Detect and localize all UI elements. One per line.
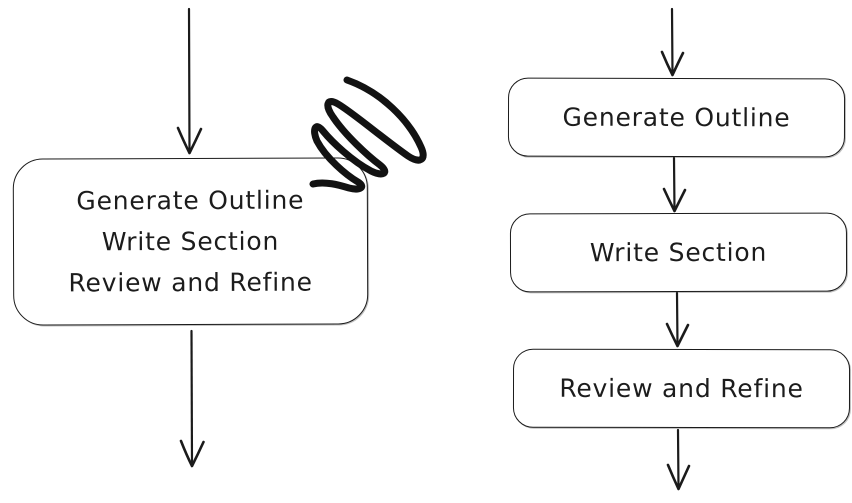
node-label: Generate Outline — [562, 102, 791, 133]
node-line-review-refine: Review and Refine — [68, 267, 313, 298]
node-line-write-section: Write Section — [101, 226, 280, 257]
arrow-down-icon — [662, 156, 687, 213]
flow-node-combined: Generate Outline Write Section Review an… — [12, 157, 369, 326]
flow-node-generate-outline: Generate Outline — [507, 77, 846, 158]
arrow-down-icon — [179, 329, 205, 468]
arrow-down-icon — [666, 428, 691, 491]
flow-node-write-section: Write Section — [509, 212, 848, 293]
arrow-down-icon — [660, 7, 685, 77]
node-label: Review and Refine — [559, 373, 804, 404]
arrow-down-icon — [665, 291, 690, 348]
arrow-down-icon — [176, 7, 203, 155]
flow-node-review-refine: Review and Refine — [512, 348, 851, 429]
node-line-generate-outline: Generate Outline — [76, 185, 305, 216]
node-label: Write Section — [589, 237, 768, 268]
